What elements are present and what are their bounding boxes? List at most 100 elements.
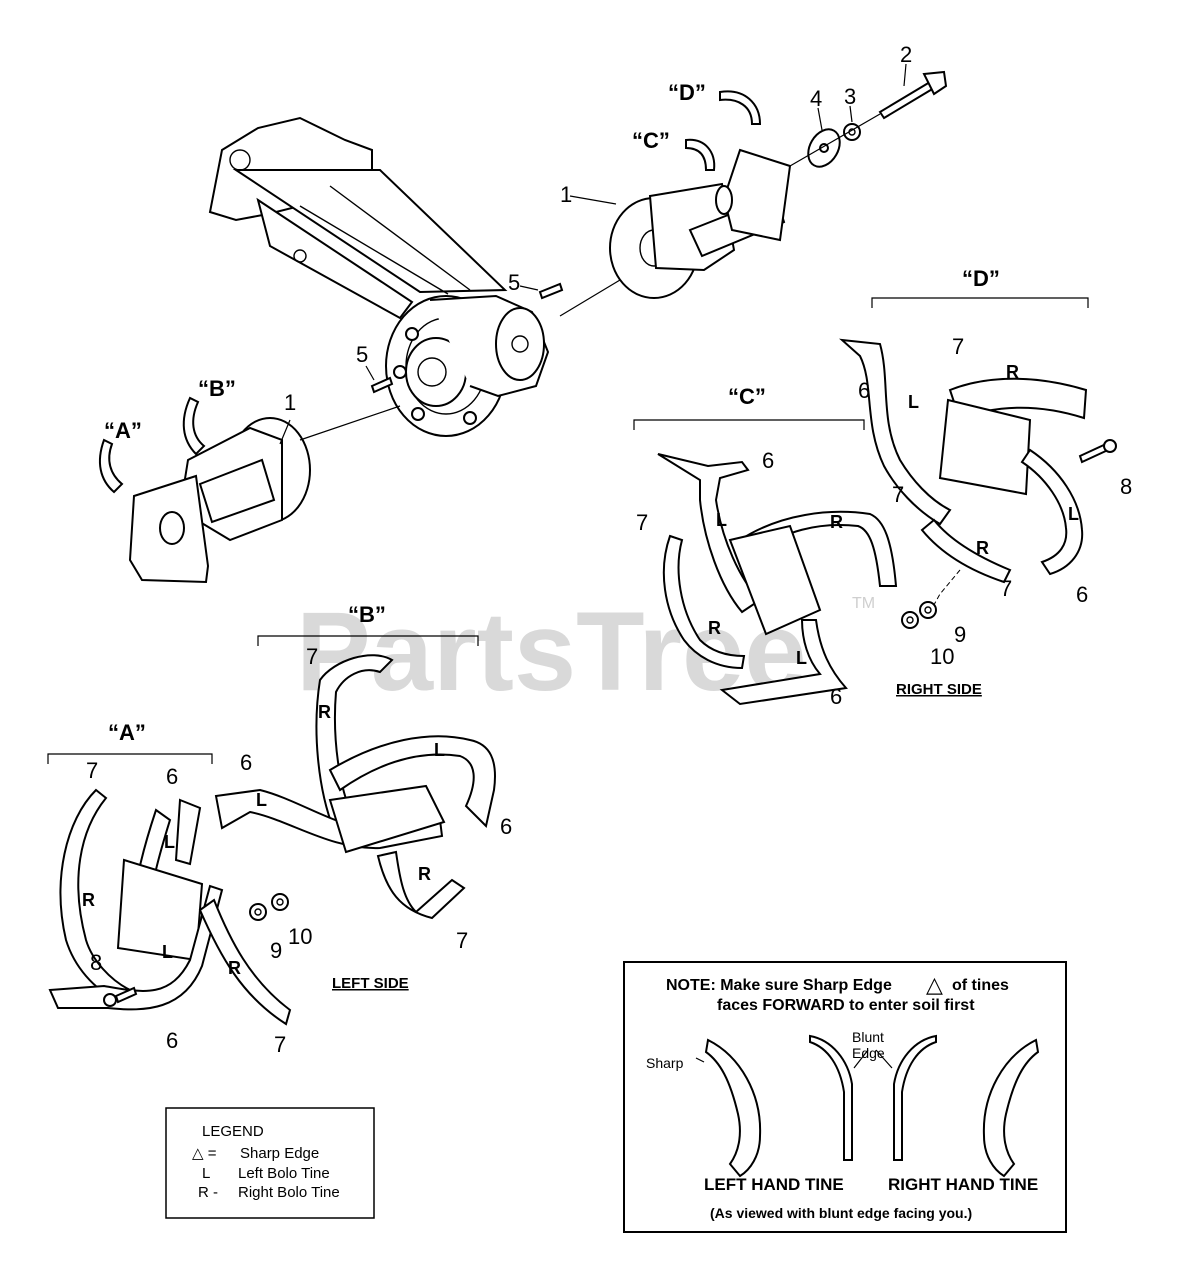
pin-5-left bbox=[370, 376, 394, 394]
leader-3 bbox=[849, 105, 853, 123]
leader-2 bbox=[903, 63, 907, 87]
bracket-b bbox=[257, 635, 479, 646]
part-number-5-right: 5 bbox=[508, 270, 520, 295]
washer-4 bbox=[807, 128, 841, 168]
legend-text-1: Sharp Edge bbox=[240, 1145, 319, 1162]
note-line-1-end: of tines bbox=[952, 977, 1009, 994]
right-side-label: RIGHT SIDE bbox=[896, 681, 982, 698]
part-number-3: 3 bbox=[844, 84, 856, 109]
tine-mark-l-a: L bbox=[164, 832, 175, 852]
part-number-6-d: 6 bbox=[858, 378, 870, 403]
nut-9-left bbox=[249, 903, 267, 921]
leader-4 bbox=[817, 107, 823, 131]
tine-mark-r-c2: R bbox=[708, 618, 721, 638]
tine-mark-l-a2: L bbox=[162, 942, 173, 962]
arrow-b bbox=[182, 396, 206, 456]
nut-9-right bbox=[919, 601, 937, 619]
note-line-2: faces FORWARD to enter soil first bbox=[717, 997, 975, 1014]
left-hand-tine-shape-2 bbox=[809, 1034, 853, 1161]
nut-10-right bbox=[901, 611, 919, 629]
leader-1-right bbox=[569, 195, 617, 205]
tine-group-d bbox=[839, 338, 1088, 584]
right-hand-tine-shape-1 bbox=[893, 1034, 937, 1161]
arrow-c-top bbox=[685, 138, 716, 171]
left-side-label: LEFT SIDE bbox=[332, 975, 409, 992]
group-label-c: “C” bbox=[728, 384, 766, 409]
part-number-7-b: 7 bbox=[306, 644, 318, 669]
tine-group-a bbox=[48, 788, 292, 1026]
arrow-label-a: “A” bbox=[104, 418, 142, 443]
nut-10-left bbox=[271, 893, 289, 911]
arrow-label-d: “D” bbox=[668, 80, 706, 105]
arrow-label-c: “C” bbox=[632, 128, 670, 153]
part-number-7-a: 7 bbox=[86, 758, 98, 783]
tine-mark-l-b2: L bbox=[256, 790, 267, 810]
group-label-b: “B” bbox=[348, 602, 386, 627]
legend-title: LEGEND bbox=[202, 1123, 264, 1140]
note-box: NOTE: Make sure Sharp Edge △ of tines fa… bbox=[623, 961, 1067, 1233]
right-hand-tine-label: RIGHT HAND TINE bbox=[888, 1175, 1038, 1194]
tine-mark-r-d: R bbox=[1006, 362, 1019, 382]
left-shaft-line bbox=[299, 405, 401, 441]
part-number-10-right: 10 bbox=[930, 644, 954, 669]
tine-mark-r-b2: R bbox=[418, 864, 431, 884]
legend-symbol-2: L bbox=[202, 1165, 210, 1182]
leader-5-left bbox=[365, 365, 375, 381]
left-hand-tine-label: LEFT HAND TINE bbox=[704, 1175, 844, 1194]
part-number-6-a: 6 bbox=[166, 764, 178, 789]
blunt-label-1: Blunt bbox=[852, 1029, 884, 1045]
right-shaft-line bbox=[559, 279, 621, 317]
part-number-7-d-lower: 7 bbox=[1000, 576, 1012, 601]
part-number-2: 2 bbox=[900, 42, 912, 67]
right-hand-tine-shape-2 bbox=[982, 1038, 1040, 1178]
part-number-6-a-lower: 6 bbox=[166, 1028, 178, 1053]
arrow-a bbox=[98, 438, 124, 494]
tine-mark-l-c: L bbox=[716, 510, 727, 530]
blunt-label-2: Edge bbox=[852, 1045, 885, 1061]
tine-mark-l-c2: L bbox=[796, 648, 807, 668]
leader-5-right bbox=[519, 285, 539, 291]
tine-mark-l-b: L bbox=[434, 740, 445, 760]
part-number-4: 4 bbox=[810, 86, 822, 111]
part-number-7-c-left: 7 bbox=[636, 510, 648, 535]
sharp-label: Sharp bbox=[646, 1055, 684, 1071]
note-caption: (As viewed with blunt edge facing you.) bbox=[710, 1205, 972, 1221]
part-number-6-b-left: 6 bbox=[240, 750, 252, 775]
part-number-6-b-right: 6 bbox=[500, 814, 512, 839]
tine-group-b bbox=[214, 654, 496, 920]
tine-mark-r-a: R bbox=[82, 890, 95, 910]
part-number-10-left: 10 bbox=[288, 924, 312, 949]
tine-mark-l-d2: L bbox=[1068, 504, 1079, 524]
tine-mark-r-b: R bbox=[318, 702, 331, 722]
part-number-5-left: 5 bbox=[356, 342, 368, 367]
part-number-9-right: 9 bbox=[954, 622, 966, 647]
legend-text-3: Right Bolo Tine bbox=[238, 1184, 340, 1201]
tine-group-c bbox=[657, 453, 898, 706]
bracket-a bbox=[47, 753, 213, 764]
part-number-8-left: 8 bbox=[90, 950, 102, 975]
legend-text-2: Left Bolo Tine bbox=[238, 1165, 330, 1182]
part-number-1-left: 1 bbox=[284, 390, 296, 415]
transmission-housing bbox=[208, 116, 550, 437]
right-hub-assembly bbox=[609, 148, 792, 299]
tine-mark-r-a2: R bbox=[228, 958, 241, 978]
part-number-1-right: 1 bbox=[560, 182, 572, 207]
pin-5-right bbox=[538, 282, 564, 300]
bolt-line bbox=[789, 113, 881, 167]
leader-1-left bbox=[279, 419, 291, 445]
note-sharp-symbol: △ bbox=[926, 972, 943, 997]
part-number-7-a-lower: 7 bbox=[274, 1032, 286, 1057]
arrow-d-top bbox=[719, 90, 762, 125]
part-number-9-left: 9 bbox=[270, 938, 282, 963]
watermark-tm: TM bbox=[852, 595, 875, 612]
part-number-7-d: 7 bbox=[952, 334, 964, 359]
legend-symbol-3: R - bbox=[198, 1184, 218, 1201]
sharp-pointer bbox=[695, 1057, 705, 1063]
group-label-a: “A” bbox=[108, 720, 146, 745]
part-number-7-b-lower: 7 bbox=[456, 928, 468, 953]
tine-mark-r-d2: R bbox=[976, 538, 989, 558]
watermark: PartsTree bbox=[296, 589, 807, 714]
tine-mark-l-d: L bbox=[908, 392, 919, 412]
tine-mark-r-c: R bbox=[830, 512, 843, 532]
